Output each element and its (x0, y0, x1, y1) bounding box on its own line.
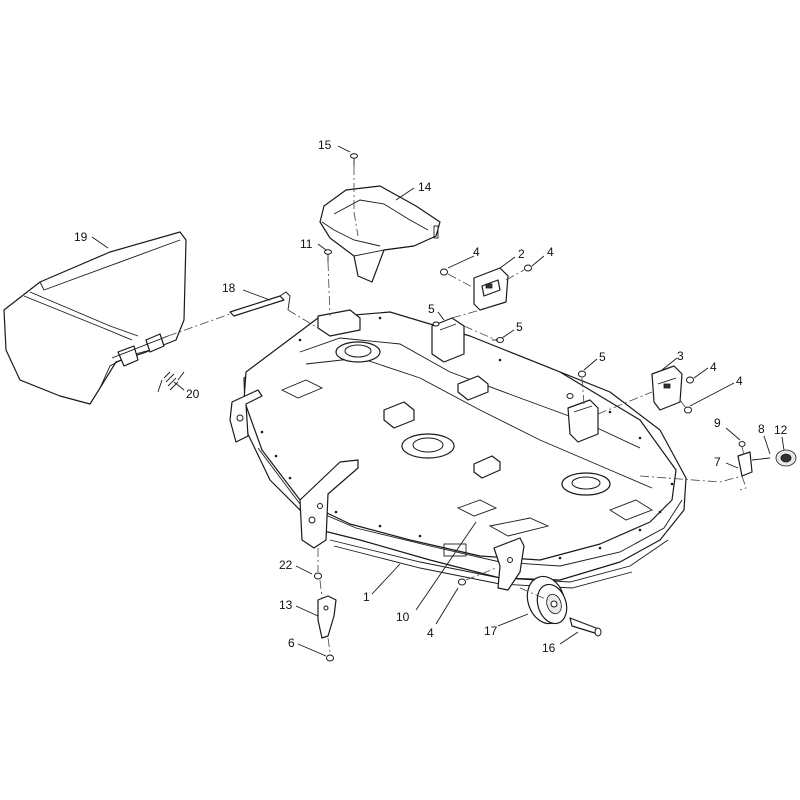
callout-3: 3 (677, 349, 684, 363)
bracket-5-right (567, 399, 599, 443)
callout-14: 14 (418, 180, 432, 194)
callout-7: 7 (714, 455, 721, 469)
callout-16: 16 (542, 641, 556, 655)
callout-8: 8 (758, 422, 765, 436)
discharge-chute (3, 231, 187, 405)
callout-5b: 5 (516, 320, 523, 334)
callout-12: 12 (774, 423, 788, 437)
leader-lines (91, 145, 785, 657)
callout-4d: 4 (736, 374, 743, 388)
bolt-15 (350, 153, 358, 212)
caster-wheel (519, 575, 602, 637)
callout-4c: 4 (710, 360, 717, 374)
callout-9: 9 (714, 416, 721, 430)
chute-spring (157, 371, 185, 393)
callout-18: 18 (222, 281, 236, 295)
fasteners (440, 264, 694, 586)
bracket-2 (473, 267, 509, 311)
belt-cover (319, 185, 441, 283)
callout-4b: 4 (547, 245, 554, 259)
callout-19: 19 (74, 230, 88, 244)
callout-6: 6 (288, 636, 295, 650)
callout-labels: 15 14 19 11 4 2 4 18 5 5 5 3 4 4 20 9 8 … (74, 138, 788, 655)
callout-13: 13 (279, 598, 293, 612)
callout-4a: 4 (473, 245, 480, 259)
mower-deck (229, 309, 687, 591)
right-side-assembly (639, 441, 797, 491)
callout-22: 22 (279, 558, 293, 572)
callout-4e: 4 (427, 626, 434, 640)
callout-2: 2 (518, 247, 525, 261)
callout-17: 17 (484, 624, 498, 638)
bolt-11 (324, 249, 332, 317)
callout-15: 15 (318, 138, 332, 152)
callout-20: 20 (186, 387, 200, 401)
callout-1: 1 (363, 590, 370, 604)
callout-5c: 5 (599, 350, 606, 364)
bracket-5-left (431, 317, 465, 363)
hinge-rod (229, 291, 291, 317)
hanger-bracket-13 (314, 548, 337, 662)
callout-5a: 5 (428, 302, 435, 316)
callout-10: 10 (396, 610, 410, 624)
callout-11: 11 (300, 237, 313, 251)
bracket-3 (651, 365, 683, 411)
